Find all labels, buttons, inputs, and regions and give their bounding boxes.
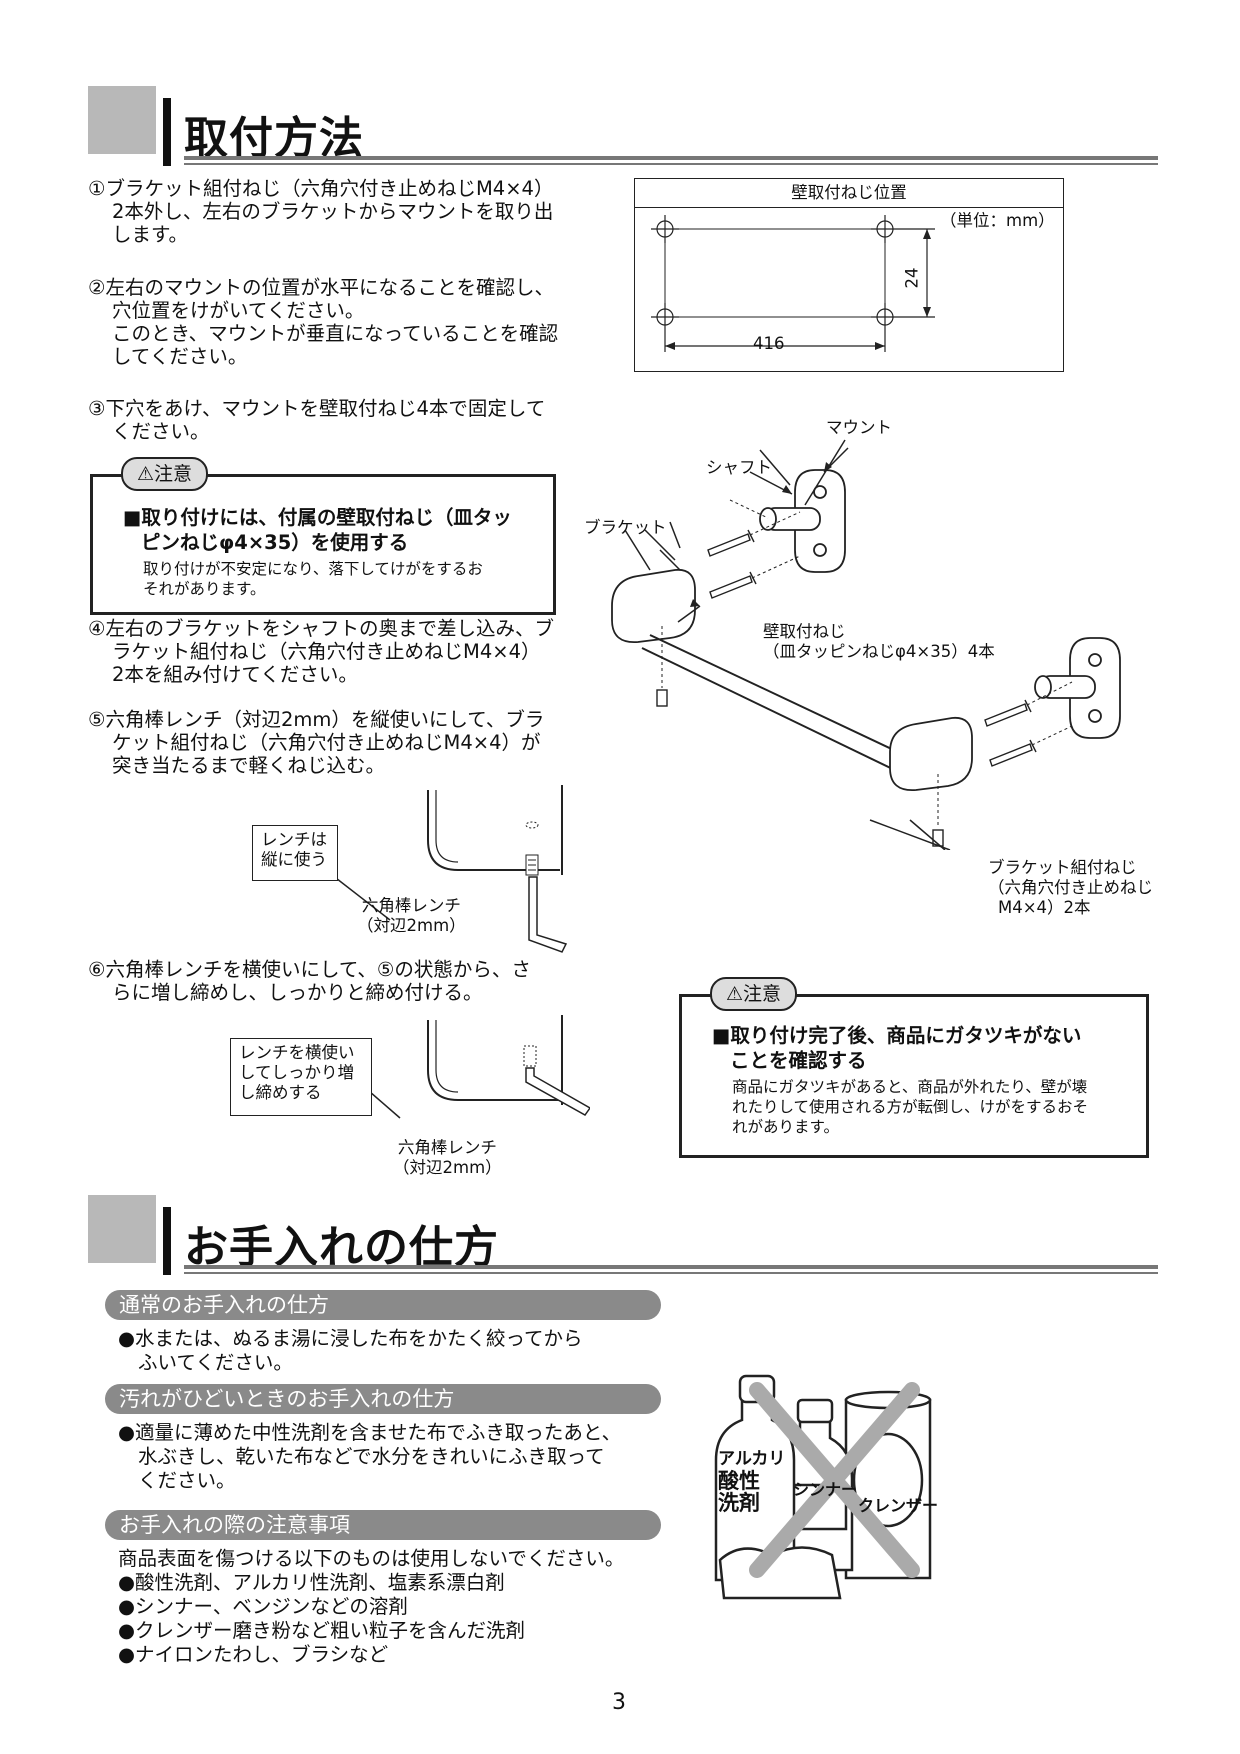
label-bracket-screw: ブラケット組付ねじ （六角穴付き止めねじ M4×4）2本 [988,858,1153,917]
label-mount: マウント [826,418,892,437]
wrench-note-box-1: レンチは縦に使う [252,825,338,881]
step-5: ⑤六角棒レンチ（対辺2mm）を縦使いにして、ブラ ケット組付ねじ（六角穴付き止め… [88,708,545,777]
step-6: ⑥六角棒レンチを横使いにして、⑤の状態から、さ らに増し締めし、しっかりと締め付… [88,958,531,1004]
label-wall-screw: 壁取付ねじ （皿タッピンねじφ4×35）4本 [763,622,995,661]
dimension-height: 24 [902,267,922,289]
page-number: 3 [612,1690,626,1715]
prohibited-cleaners-illustration [714,1374,932,1600]
wrench-vertical-figure [427,785,568,953]
callout-line [331,874,391,921]
section-title: お手入れの仕方 [184,1222,499,1273]
screw-position-title: 壁取付ねじ位置 [635,179,1063,208]
caution-box-2: ⚠注意 ■取り付け完了後、商品にガタツキがない ことを確認する 商品にガタツキが… [679,977,1149,1158]
section-header-install: 取付方法 [88,86,1158,166]
diagram-leaders [624,447,946,850]
header-square-icon [88,1195,156,1263]
can-label: クレンザー [858,1496,939,1515]
care-heading-normal: 通常のお手入れの仕方 [105,1290,661,1320]
care-normal-text: ●水または、ぬるま湯に浸した布をかたく絞ってから ふいてください。 [118,1327,583,1374]
header-square-icon [88,86,156,154]
step-2: ②左右のマウントの位置が水平になることを確認し、 穴位置をけがいてください。 こ… [88,276,559,368]
step-3: ③下穴をあけ、マウントを壁取付ねじ4本で固定して ください。 [88,397,546,443]
section-title: 取付方法 [184,113,364,164]
care-heading-notes: お手入れの際の注意事項 [105,1510,661,1540]
label-shaft: シャフト [706,458,772,477]
caution-tag: ⚠注意 [121,457,209,491]
wrench-label-2: 六角棒レンチ（対辺2mm） [393,1138,502,1177]
step-4: ④左右のブラケットをシャフトの奥まで差し込み、ブ ラケット組付ねじ（六角穴付き止… [88,617,554,686]
bottle-2-label: シンナー [793,1480,858,1499]
bottle-1-label: アルカリ 酸性 洗剤 [718,1449,786,1515]
unit-label: （単位：mm） [940,211,1055,230]
warning-icon: ⚠ [726,983,744,1005]
screw-position-diagram: 壁取付ねじ位置 （単位：mm） 416 24 [634,178,1064,372]
step-1: ①ブラケット組付ねじ（六角穴付き止めねじM4×4） 2本外し、左右のブラケットか… [88,177,554,246]
section-header-care: お手入れの仕方 [88,1195,1158,1275]
warning-icon: ⚠ [137,463,155,485]
care-heavy-text: ●適量に薄めた中性洗剤を含ませた布でふき取ったあと、 水ぶきし、乾いた布などで水… [118,1421,622,1492]
label-bracket: ブラケット [584,518,667,537]
caution-tag: ⚠注意 [710,977,798,1011]
callout-line [361,1084,401,1119]
dimension-width: 416 [753,334,785,353]
wrench-note-box-2: レンチを横使いしてしっかり増し締めする [230,1038,372,1116]
installation-diagram [611,439,1121,850]
care-notes-text: 商品表面を傷つける以下のものは使用しないでください。 ●酸性洗剤、アルカリ性洗剤… [118,1547,625,1666]
wrench-horizontal-figure [427,1015,590,1116]
care-heading-heavy: 汚れがひどいときのお手入れの仕方 [105,1384,661,1414]
wrench-label-1: 六角棒レンチ（対辺2mm） [357,896,466,935]
caution-box-1: ⚠注意 ■取り付けには、付属の壁取付ねじ（皿タッ ピンねじφ4×35）を使用する… [90,457,556,615]
